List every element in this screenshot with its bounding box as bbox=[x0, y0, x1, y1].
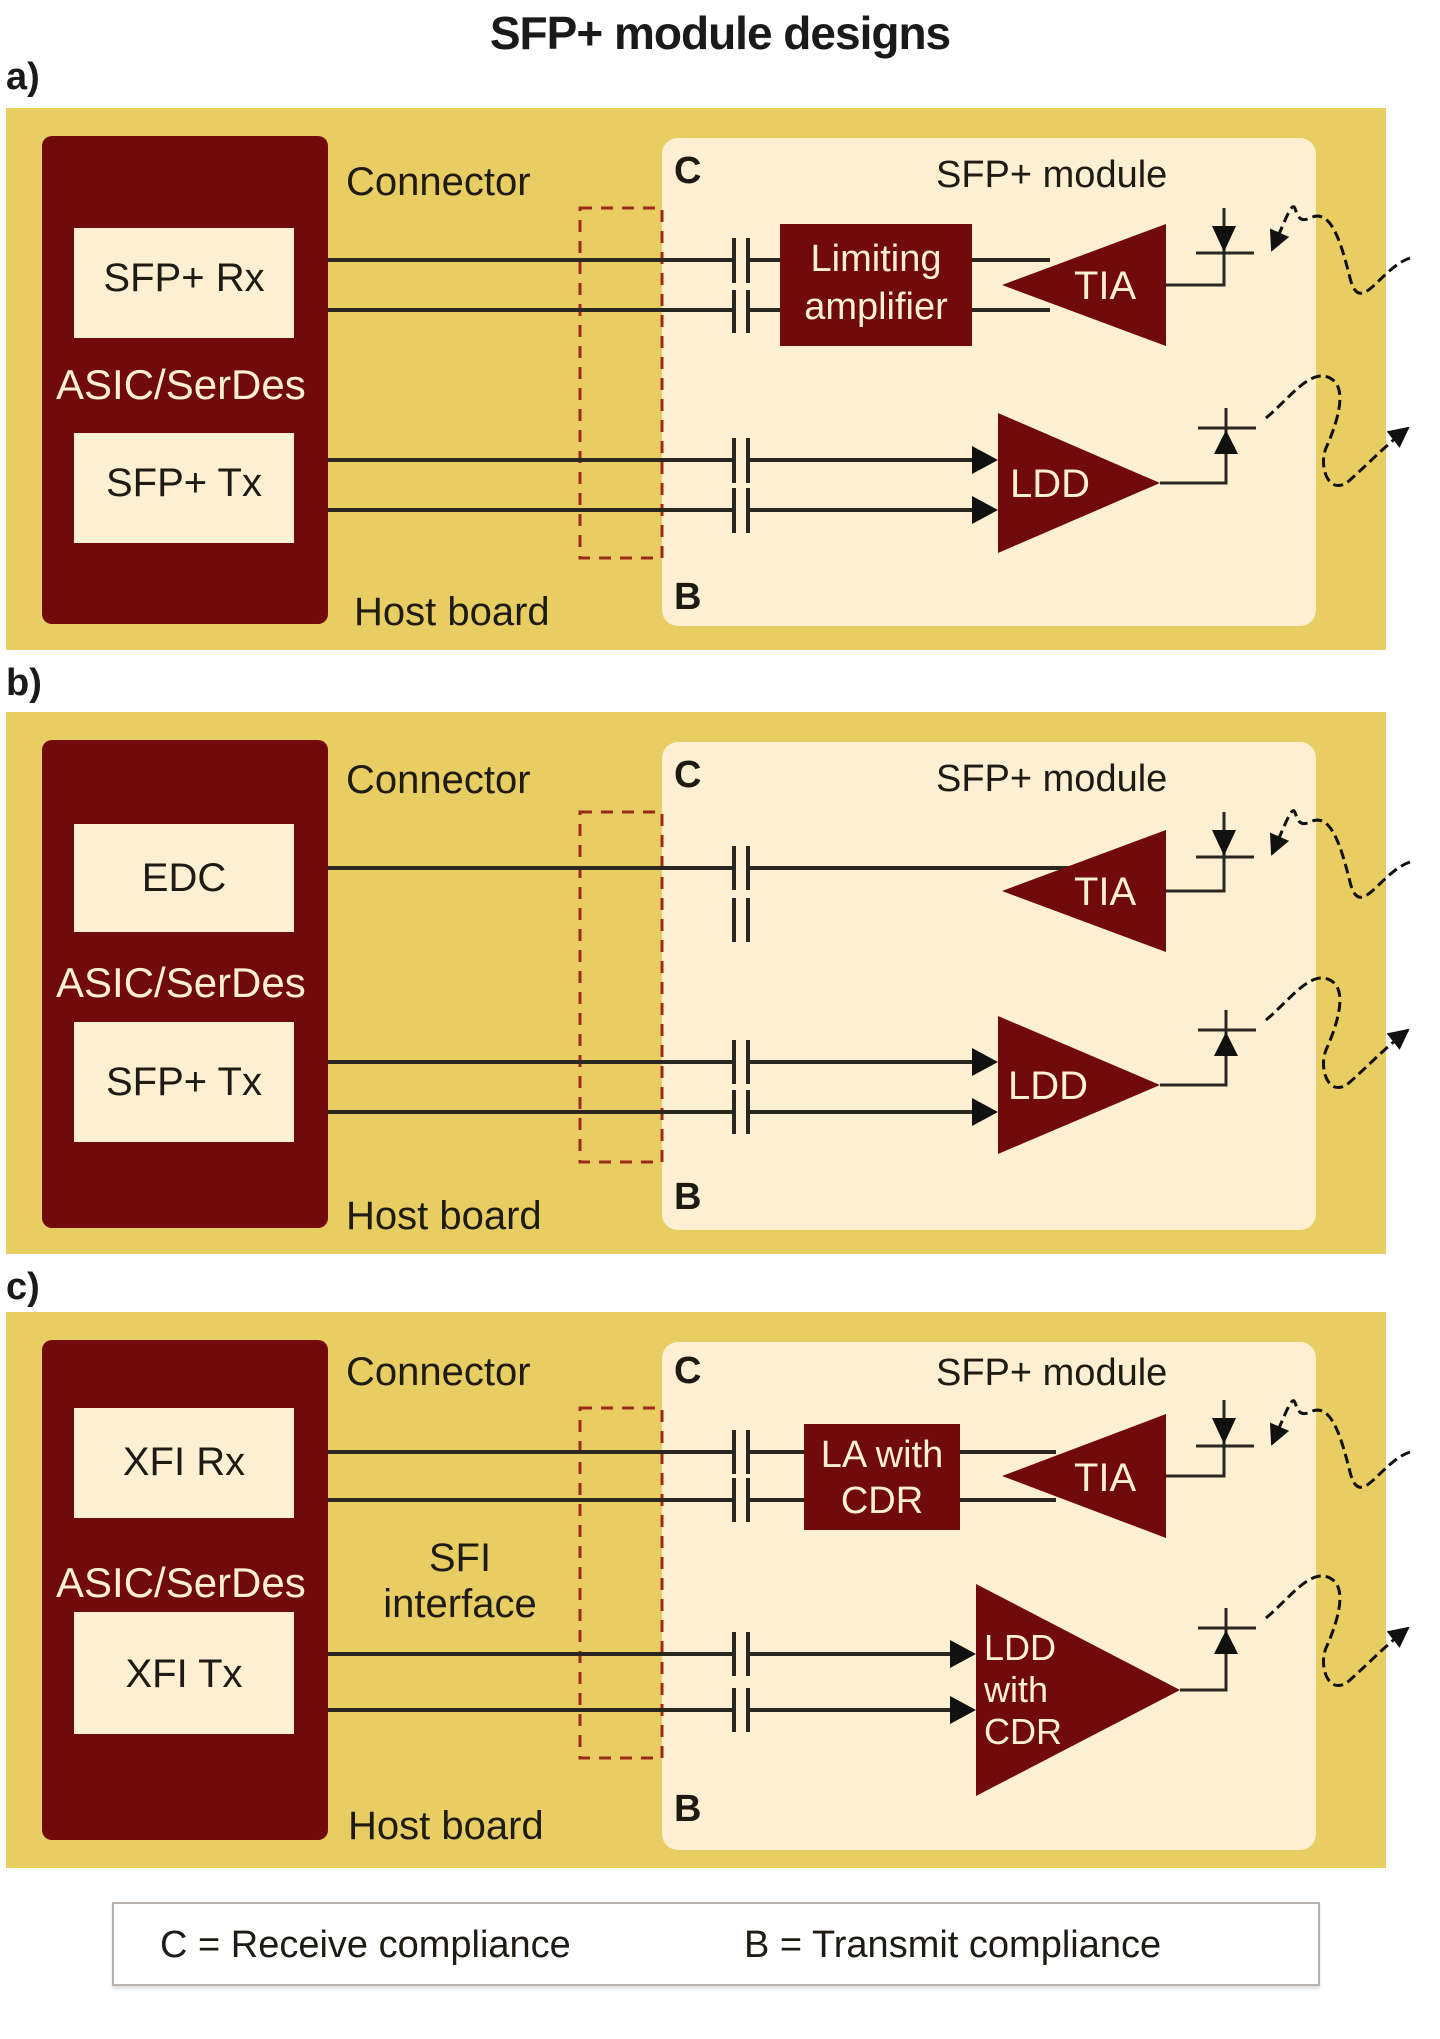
rx-wires bbox=[328, 258, 1050, 312]
la-with-cdr-label-1: LA with bbox=[820, 1434, 944, 1476]
tx-capacitors bbox=[732, 1632, 750, 1732]
limiting-amplifier-label-1: Limiting bbox=[810, 238, 942, 280]
tx-arrow-1 bbox=[972, 1048, 998, 1076]
host-board-label: Host board bbox=[346, 1194, 542, 1238]
fiber-in-icon bbox=[1269, 1399, 1411, 1489]
panel-b: Connector Host board ASIC/SerDes EDC SFP… bbox=[0, 712, 1440, 1272]
sfp-module-label: SFP+ module bbox=[936, 154, 1168, 196]
panel-b-schematic bbox=[6, 712, 1411, 1254]
tia-amplifier bbox=[1002, 224, 1166, 346]
point-c-label: C bbox=[674, 754, 702, 796]
tx-block-label: SFP+ Tx bbox=[106, 1060, 262, 1104]
tx-arrow-2 bbox=[972, 496, 998, 524]
tx-capacitors bbox=[732, 1040, 750, 1134]
host-board-label: Host board bbox=[354, 590, 550, 634]
edc-block-label: EDC bbox=[141, 856, 227, 900]
sfp-module bbox=[662, 138, 1316, 626]
panel-b-letter: b) bbox=[6, 662, 42, 704]
point-c-label: C bbox=[674, 1350, 702, 1392]
panel-a-letter: a) bbox=[6, 56, 40, 98]
connector-outline bbox=[578, 206, 664, 560]
fiber-out-icon bbox=[1265, 374, 1410, 487]
host-board-label: Host board bbox=[348, 1804, 544, 1848]
sfp-module-label: SFP+ module bbox=[936, 758, 1168, 800]
fiber-out-icon bbox=[1265, 1574, 1410, 1687]
photodiode-rx-arrow bbox=[1212, 226, 1236, 252]
rx-block bbox=[74, 228, 294, 338]
fiber-in-icon bbox=[1269, 205, 1411, 295]
limiting-amplifier-chip bbox=[780, 224, 972, 346]
point-c-label: C bbox=[674, 150, 702, 192]
connector-outline bbox=[578, 1406, 664, 1760]
tx-wires bbox=[328, 1652, 954, 1712]
rx-capacitors bbox=[732, 846, 750, 942]
sfi-interface-label-2: interface bbox=[383, 1582, 537, 1626]
diagram-title: SFP+ module designs bbox=[489, 7, 951, 59]
rx-capacitors bbox=[732, 1430, 750, 1522]
tia-label: TIA bbox=[1074, 870, 1137, 914]
ldd-with-cdr-label-1: LDD bbox=[984, 1627, 1057, 1668]
legend-box: C = Receive compliance B = Transmit comp… bbox=[112, 1902, 1320, 1986]
sfp-module bbox=[662, 742, 1316, 1230]
legend-receive-compliance: C = Receive compliance bbox=[160, 1924, 571, 1966]
la-with-cdr-label-2: CDR bbox=[840, 1480, 924, 1522]
tx-arrow-1 bbox=[972, 446, 998, 474]
ldd-label: LDD bbox=[1008, 1064, 1089, 1108]
xfi-rx-block bbox=[74, 1408, 294, 1518]
fiber-in-icon bbox=[1269, 809, 1411, 899]
laser-diode-arrow bbox=[1214, 1032, 1238, 1056]
tx-arrow-1 bbox=[950, 1640, 976, 1668]
connector-label: Connector bbox=[346, 1350, 531, 1394]
xfi-rx-label: XFI Rx bbox=[122, 1440, 246, 1484]
rx-block-label: SFP+ Rx bbox=[103, 256, 265, 300]
photodiode-rx-arrow bbox=[1212, 1418, 1236, 1444]
edc-block bbox=[74, 824, 294, 932]
la-with-cdr-chip bbox=[804, 1424, 960, 1530]
sfp-module-label: SFP+ module bbox=[936, 1352, 1168, 1394]
panel-c: Connector Host board ASIC/SerDes XFI Rx … bbox=[0, 1312, 1440, 1872]
tia-label: TIA bbox=[1074, 1456, 1137, 1500]
fiber-out-icon bbox=[1265, 976, 1410, 1089]
connector-outline bbox=[578, 810, 664, 1164]
tx-block bbox=[74, 1022, 294, 1142]
panel-a-schematic bbox=[6, 108, 1411, 650]
ldd-with-cdr-label-2: with bbox=[984, 1669, 1049, 1710]
point-b-label: B bbox=[674, 1788, 702, 1830]
panel-c-schematic bbox=[6, 1312, 1411, 1868]
tx-arrow-2 bbox=[972, 1098, 998, 1126]
ldd-with-cdr-label-3: CDR bbox=[984, 1711, 1062, 1752]
ldd-label: LDD bbox=[1010, 462, 1091, 506]
rx-capacitors bbox=[732, 238, 750, 333]
tx-block-label: SFP+ Tx bbox=[106, 461, 262, 505]
laser-diode-arrow bbox=[1214, 1630, 1238, 1654]
tx-arrow-2 bbox=[950, 1696, 976, 1724]
limiting-amplifier-label-2: amplifier bbox=[804, 286, 948, 328]
laser-diode-arrow bbox=[1214, 430, 1238, 454]
tia-label: TIA bbox=[1074, 264, 1137, 308]
xfi-tx-label: XFI Tx bbox=[125, 1652, 243, 1696]
sfi-interface-label-1: SFI bbox=[428, 1536, 492, 1580]
tx-wires bbox=[328, 458, 976, 512]
ldd-driver bbox=[998, 1016, 1160, 1154]
xfi-tx-block bbox=[74, 1612, 294, 1734]
tia-amplifier bbox=[1002, 830, 1166, 952]
connector-label: Connector bbox=[346, 758, 531, 802]
ldd-with-cdr-driver bbox=[976, 1584, 1180, 1796]
tia-amplifier bbox=[1002, 1414, 1166, 1538]
legend-transmit-compliance: B = Transmit compliance bbox=[744, 1924, 1162, 1966]
asic-label: ASIC/SerDes bbox=[56, 959, 306, 1006]
panel-a: Connector Host board ASIC/SerDes SFP+ Rx… bbox=[0, 108, 1440, 668]
asic-label: ASIC/SerDes bbox=[56, 361, 306, 408]
ldd-driver bbox=[998, 413, 1160, 553]
tx-wires bbox=[328, 1060, 976, 1114]
point-b-label: B bbox=[674, 1176, 702, 1218]
tx-capacitors bbox=[732, 438, 750, 533]
rx-wires bbox=[328, 1450, 1056, 1502]
asic-label: ASIC/SerDes bbox=[56, 1559, 306, 1606]
point-b-label: B bbox=[674, 576, 702, 618]
photodiode-rx-arrow bbox=[1212, 830, 1236, 856]
panel-c-letter: c) bbox=[6, 1266, 40, 1308]
connector-label: Connector bbox=[346, 160, 531, 204]
tx-block bbox=[74, 433, 294, 543]
